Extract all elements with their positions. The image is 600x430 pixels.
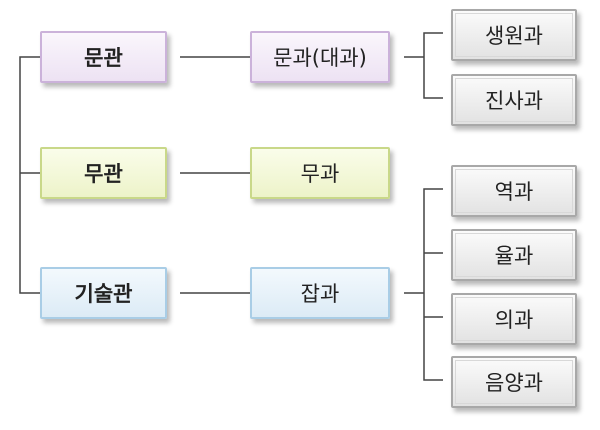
exam-box-military: 무과 — [250, 147, 390, 199]
technical-sub-bracket-line — [423, 188, 443, 381]
sub-exam-box: 의과 — [451, 293, 577, 345]
exam-label: 잡과 — [300, 282, 340, 306]
sub-exam-label: 음양과 — [485, 371, 543, 395]
sub-exam-label: 의과 — [494, 308, 534, 332]
sub-exam-label: 생원과 — [485, 24, 543, 48]
sub-exam-label: 진사과 — [485, 89, 543, 113]
exam-box-technical: 잡과 — [250, 267, 390, 319]
sub-exam-label: 율과 — [494, 244, 534, 268]
sub-exam-box: 생원과 — [451, 9, 577, 61]
sub-exam-box: 음양과 — [451, 356, 577, 408]
sub-exam-box: 진사과 — [451, 74, 577, 126]
office-box-technical: 기술관 — [40, 267, 167, 319]
exam-box-civil: 문과(대과) — [250, 31, 390, 83]
exam-label: 문과(대과) — [273, 46, 367, 70]
civil-sub-bracket-line — [423, 32, 443, 99]
root-bracket-line — [19, 56, 40, 294]
sub-exam-box: 율과 — [451, 229, 577, 281]
office-box-civil: 문관 — [40, 31, 167, 83]
office-label: 문관 — [84, 46, 123, 70]
office-label: 무관 — [84, 162, 123, 186]
sub-exam-label: 역과 — [494, 180, 534, 204]
exam-label: 무과 — [300, 162, 340, 186]
office-label: 기술관 — [74, 282, 133, 306]
sub-exam-box: 역과 — [451, 165, 577, 217]
office-box-military: 무관 — [40, 147, 167, 199]
